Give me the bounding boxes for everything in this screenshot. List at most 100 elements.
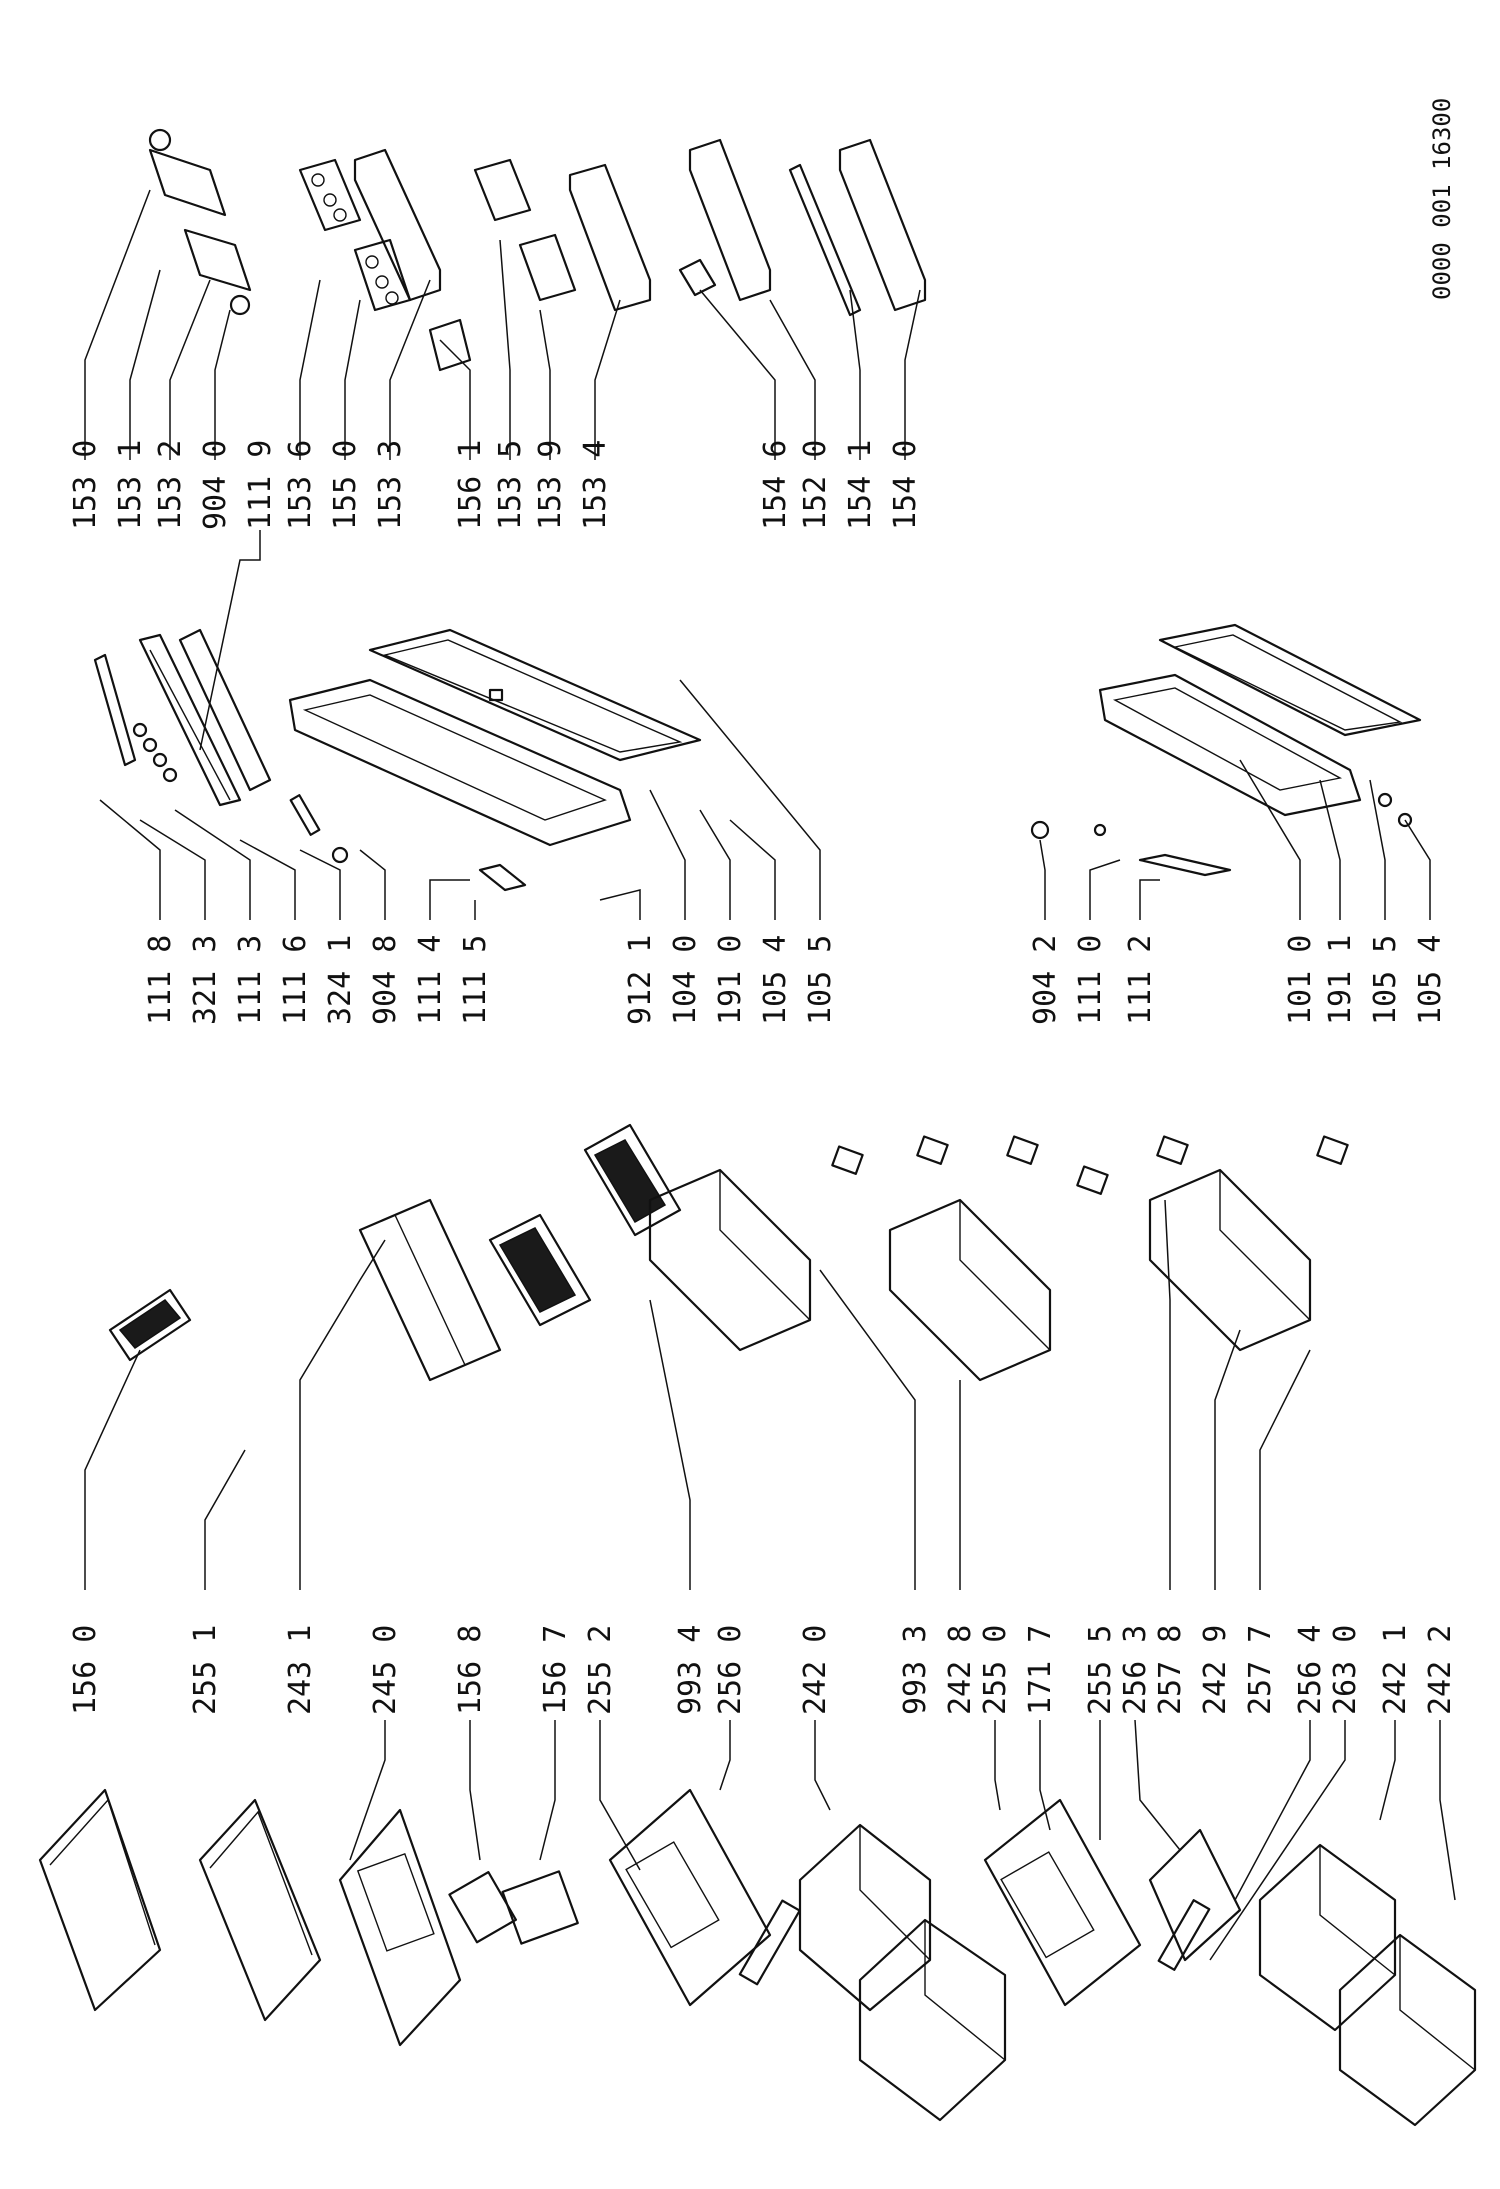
callout-label: 105 4 xyxy=(758,935,793,1025)
callout-label: 255 1 xyxy=(188,1625,223,1715)
freezer-door-screw xyxy=(1093,823,1107,837)
callout-label: 101 0 xyxy=(1283,935,1318,1025)
fridge-door xyxy=(288,678,632,847)
callout-label: 255 5 xyxy=(1083,1625,1118,1715)
callout-label: 105 5 xyxy=(803,935,838,1025)
callout-label: 111 2 xyxy=(1123,935,1158,1025)
callout-label: 904 2 xyxy=(1028,935,1063,1025)
door-tray-2 xyxy=(518,233,577,302)
evaporator-grid-1 xyxy=(488,1213,592,1327)
callout-label: 324 1 xyxy=(323,935,358,1025)
callout-label: 242 1 xyxy=(1378,1625,1413,1715)
flap-label xyxy=(1148,1828,1242,1962)
callout-label: 156 8 xyxy=(453,1625,488,1715)
freezer-door-gasket xyxy=(1158,623,1422,737)
callout-label: 255 0 xyxy=(978,1625,1013,1715)
callout-label: 242 9 xyxy=(1198,1625,1233,1715)
callout-label: 105 4 xyxy=(1413,935,1448,1025)
callout-label: 256 0 xyxy=(713,1625,748,1715)
egg-tray-2 xyxy=(353,238,412,312)
door-trim-strip xyxy=(93,653,137,767)
freezer-drawer-1 xyxy=(798,1823,932,2012)
callout-label: 255 2 xyxy=(583,1625,618,1715)
callout-label: 171 7 xyxy=(1023,1625,1058,1715)
gasket-screw xyxy=(488,688,504,702)
callout-label: 993 3 xyxy=(898,1625,933,1715)
door-top-cover xyxy=(178,628,272,792)
callout-label: 321 3 xyxy=(188,935,223,1025)
freezer-drawer-4 xyxy=(1338,1933,1477,2127)
callout-label: 111 5 xyxy=(458,935,493,1025)
callout-label: 243 1 xyxy=(283,1625,318,1715)
callout-label: 242 8 xyxy=(943,1625,978,1715)
bottle-retainer xyxy=(428,318,472,372)
callout-label: 263 0 xyxy=(1328,1625,1363,1715)
right-top-b-leader-lines xyxy=(84,189,921,751)
callout-label: 191 0 xyxy=(713,935,748,1025)
callout-label: 111 6 xyxy=(278,935,313,1025)
freezer-drawer-3 xyxy=(1258,1843,1397,2032)
shelf-glass-2 xyxy=(198,1798,322,2022)
callout-label: 111 0 xyxy=(1073,935,1108,1025)
callout-label: 993 4 xyxy=(673,1625,708,1715)
small-clips xyxy=(831,1135,1349,1195)
callout-label: 111 9 xyxy=(243,440,278,530)
dairy-cover xyxy=(448,1871,518,1944)
callout-label: 111 4 xyxy=(413,935,448,1025)
callout-label: 912 1 xyxy=(623,935,658,1025)
ice-cube-tray xyxy=(108,1288,192,1362)
door-tray-1 xyxy=(473,158,532,222)
freezer-basket-2 xyxy=(888,1198,1052,1382)
freezer-basket-3 xyxy=(1148,1168,1312,1352)
bottle-clip xyxy=(678,258,717,297)
freezer-hinge-plate xyxy=(1138,853,1232,877)
callout-label: 242 2 xyxy=(1423,1625,1458,1715)
callout-label: 104 0 xyxy=(668,935,703,1025)
evaporator-grid-2 xyxy=(583,1123,682,1237)
callout-label: 257 8 xyxy=(1153,1625,1188,1715)
hinge-cap xyxy=(183,228,252,316)
flap-rail xyxy=(738,1899,801,1986)
callout-label: 904 8 xyxy=(368,935,403,1025)
door-handle xyxy=(138,633,242,807)
door-rail xyxy=(788,163,862,317)
callout-label: 257 7 xyxy=(1243,1625,1278,1715)
shelf-frame xyxy=(338,1808,462,2047)
callout-label: 156 7 xyxy=(538,1625,573,1715)
door-bolt xyxy=(289,794,321,836)
right-bottom-leader-lines xyxy=(1039,759,1431,920)
freezer-door-cap xyxy=(1030,820,1050,840)
door-screws xyxy=(132,722,178,783)
callout-label: 256 3 xyxy=(1118,1625,1153,1715)
callout-label: 191 1 xyxy=(1323,935,1358,1025)
freezer-door xyxy=(1098,673,1362,817)
freezer-shelf-frame xyxy=(358,1198,502,1382)
door-bin-2 xyxy=(568,163,652,312)
hinge-plate xyxy=(478,863,527,892)
callout-label: 242 0 xyxy=(798,1625,833,1715)
callout-label: 256 4 xyxy=(1293,1625,1328,1715)
egg-tray-1 xyxy=(298,158,362,232)
freezer-flap-2 xyxy=(983,1798,1142,2007)
freezer-flap-1 xyxy=(608,1788,772,2007)
callout-label: 105 5 xyxy=(1368,935,1403,1025)
freezer-basket-1 xyxy=(648,1168,812,1352)
callout-label: 111 3 xyxy=(233,935,268,1025)
freezer-door-screws xyxy=(1377,792,1413,828)
shelf-glass-1 xyxy=(38,1788,162,2012)
freezer-drawer-2 xyxy=(858,1918,1007,2122)
callout-label: 245 0 xyxy=(368,1625,403,1715)
door-bin-4 xyxy=(838,138,927,312)
butter-box xyxy=(501,1870,579,1945)
drawer-rail xyxy=(1157,1899,1211,1971)
right-top-a-leader-lines xyxy=(99,679,821,920)
left-leader-lines xyxy=(84,1199,1456,1961)
door-gasket xyxy=(368,628,702,762)
right-top-a-callout-labels: 111 8 321 3 111 3 111 6 324 1 904 8 111 4 111 5… xyxy=(143,935,838,1025)
callout-label: 111 8 xyxy=(143,935,178,1025)
door-plug xyxy=(331,846,349,864)
